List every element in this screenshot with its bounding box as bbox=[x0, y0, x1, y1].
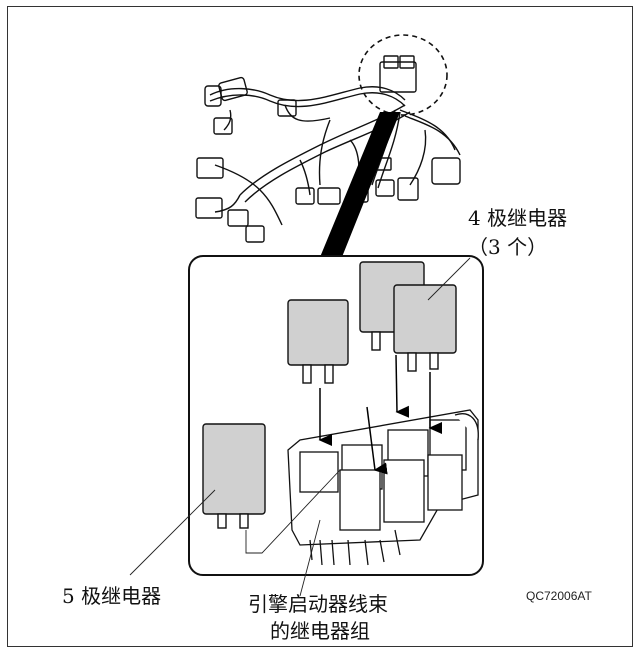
insertion-arrows bbox=[318, 354, 442, 475]
label-four-pin-relay: 4 极继电器 bbox=[468, 206, 568, 230]
four-pin-relays bbox=[287, 261, 457, 384]
label-harness-relay-group-line1: 引擎启动器线束 bbox=[248, 592, 388, 616]
leader-lines bbox=[129, 257, 471, 597]
detail-circle bbox=[358, 34, 448, 116]
wiring-harness bbox=[195, 55, 461, 243]
label-five-pin-relay: 5 极继电器 bbox=[62, 584, 162, 608]
figure-code: QC72006AT bbox=[526, 589, 592, 603]
five-pin-relay bbox=[202, 423, 266, 529]
label-four-pin-count: （3 个） bbox=[468, 235, 548, 259]
callout-wedge bbox=[318, 112, 400, 262]
label-harness-relay-group-line2: 的继电器组 bbox=[270, 619, 370, 643]
diagram-frame bbox=[7, 6, 633, 647]
